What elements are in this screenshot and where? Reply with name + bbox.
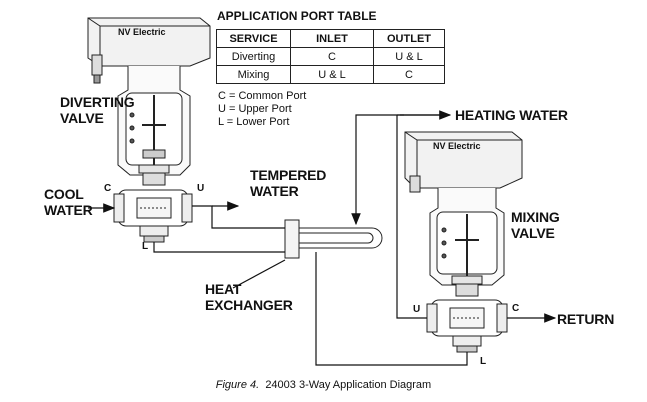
port-table-title: APPLICATION PORT TABLE	[217, 9, 377, 23]
diverting-valve-label-line2: VALVE	[60, 110, 104, 126]
table-cell: C	[290, 47, 374, 66]
diverting-valve-label-line1: DIVERTING	[60, 94, 135, 110]
diverting-valve-label: DIVERTING VALVE	[60, 94, 135, 126]
table-header-row: SERVICE INLET OUTLET	[216, 29, 445, 48]
heat-exchanger-label-line1: HEAT	[205, 281, 242, 297]
piping	[88, 114, 557, 366]
figure-number: Figure 4.	[215, 379, 260, 391]
table-row: Diverting C U & L	[216, 47, 445, 66]
figure-caption: Figure 4. 24003 3-Way Application Diagra…	[0, 379, 647, 391]
heat-exchanger-label: HEAT EXCHANGER	[205, 281, 293, 313]
table-cell: Mixing	[216, 65, 291, 84]
table-header: OUTLET	[373, 29, 445, 48]
table-header: SERVICE	[216, 29, 291, 48]
heat-exchanger-label-line2: EXCHANGER	[205, 297, 293, 313]
table-cell: U & L	[290, 65, 374, 84]
cool-water-label-line2: WATER	[44, 202, 93, 218]
mixing-valve-assembly	[404, 131, 523, 353]
legend-upper-port: U = Upper Port	[218, 103, 292, 115]
port-c-left: C	[104, 183, 112, 194]
port-table: SERVICE INLET OUTLET Diverting C U & L M…	[216, 29, 445, 84]
table-cell: C	[373, 65, 445, 84]
brand-label-right: NV Electric	[433, 141, 481, 151]
port-l-left: L	[142, 241, 149, 252]
mixing-valve-label: MIXING VALVE	[511, 209, 560, 241]
port-c-right: C	[512, 303, 520, 314]
port-u-right: U	[413, 304, 421, 315]
brand-label-left: NV Electric	[118, 27, 166, 37]
port-legend: C = Common Port U = Upper Port L = Lower…	[218, 90, 306, 129]
return-label: RETURN	[557, 311, 615, 327]
heating-water-label: HEATING WATER	[455, 107, 568, 123]
port-u-left: U	[197, 183, 205, 194]
mixing-valve-label-line2: VALVE	[511, 225, 555, 241]
cool-water-label: COOL WATER	[44, 186, 93, 218]
tempered-water-label: TEMPERED WATER	[250, 167, 326, 199]
figure-title: 24003 3-Way Application Diagram	[265, 379, 432, 391]
table-cell: Diverting	[216, 47, 291, 66]
tempered-water-label-line2: WATER	[250, 183, 299, 199]
table-cell: U & L	[373, 47, 445, 66]
mixing-valve-label-line1: MIXING	[511, 209, 560, 225]
table-header: INLET	[290, 29, 374, 48]
port-l-right: L	[480, 356, 487, 367]
table-row: Mixing U & L C	[216, 65, 445, 84]
diverting-valve-assembly	[87, 17, 211, 243]
legend-lower-port: L = Lower Port	[218, 116, 290, 128]
cool-water-label-line1: COOL	[44, 186, 84, 202]
legend-common-port: C = Common Port	[218, 90, 307, 102]
heat-exchanger-unit	[284, 219, 383, 259]
tempered-water-label-line1: TEMPERED	[250, 167, 327, 183]
